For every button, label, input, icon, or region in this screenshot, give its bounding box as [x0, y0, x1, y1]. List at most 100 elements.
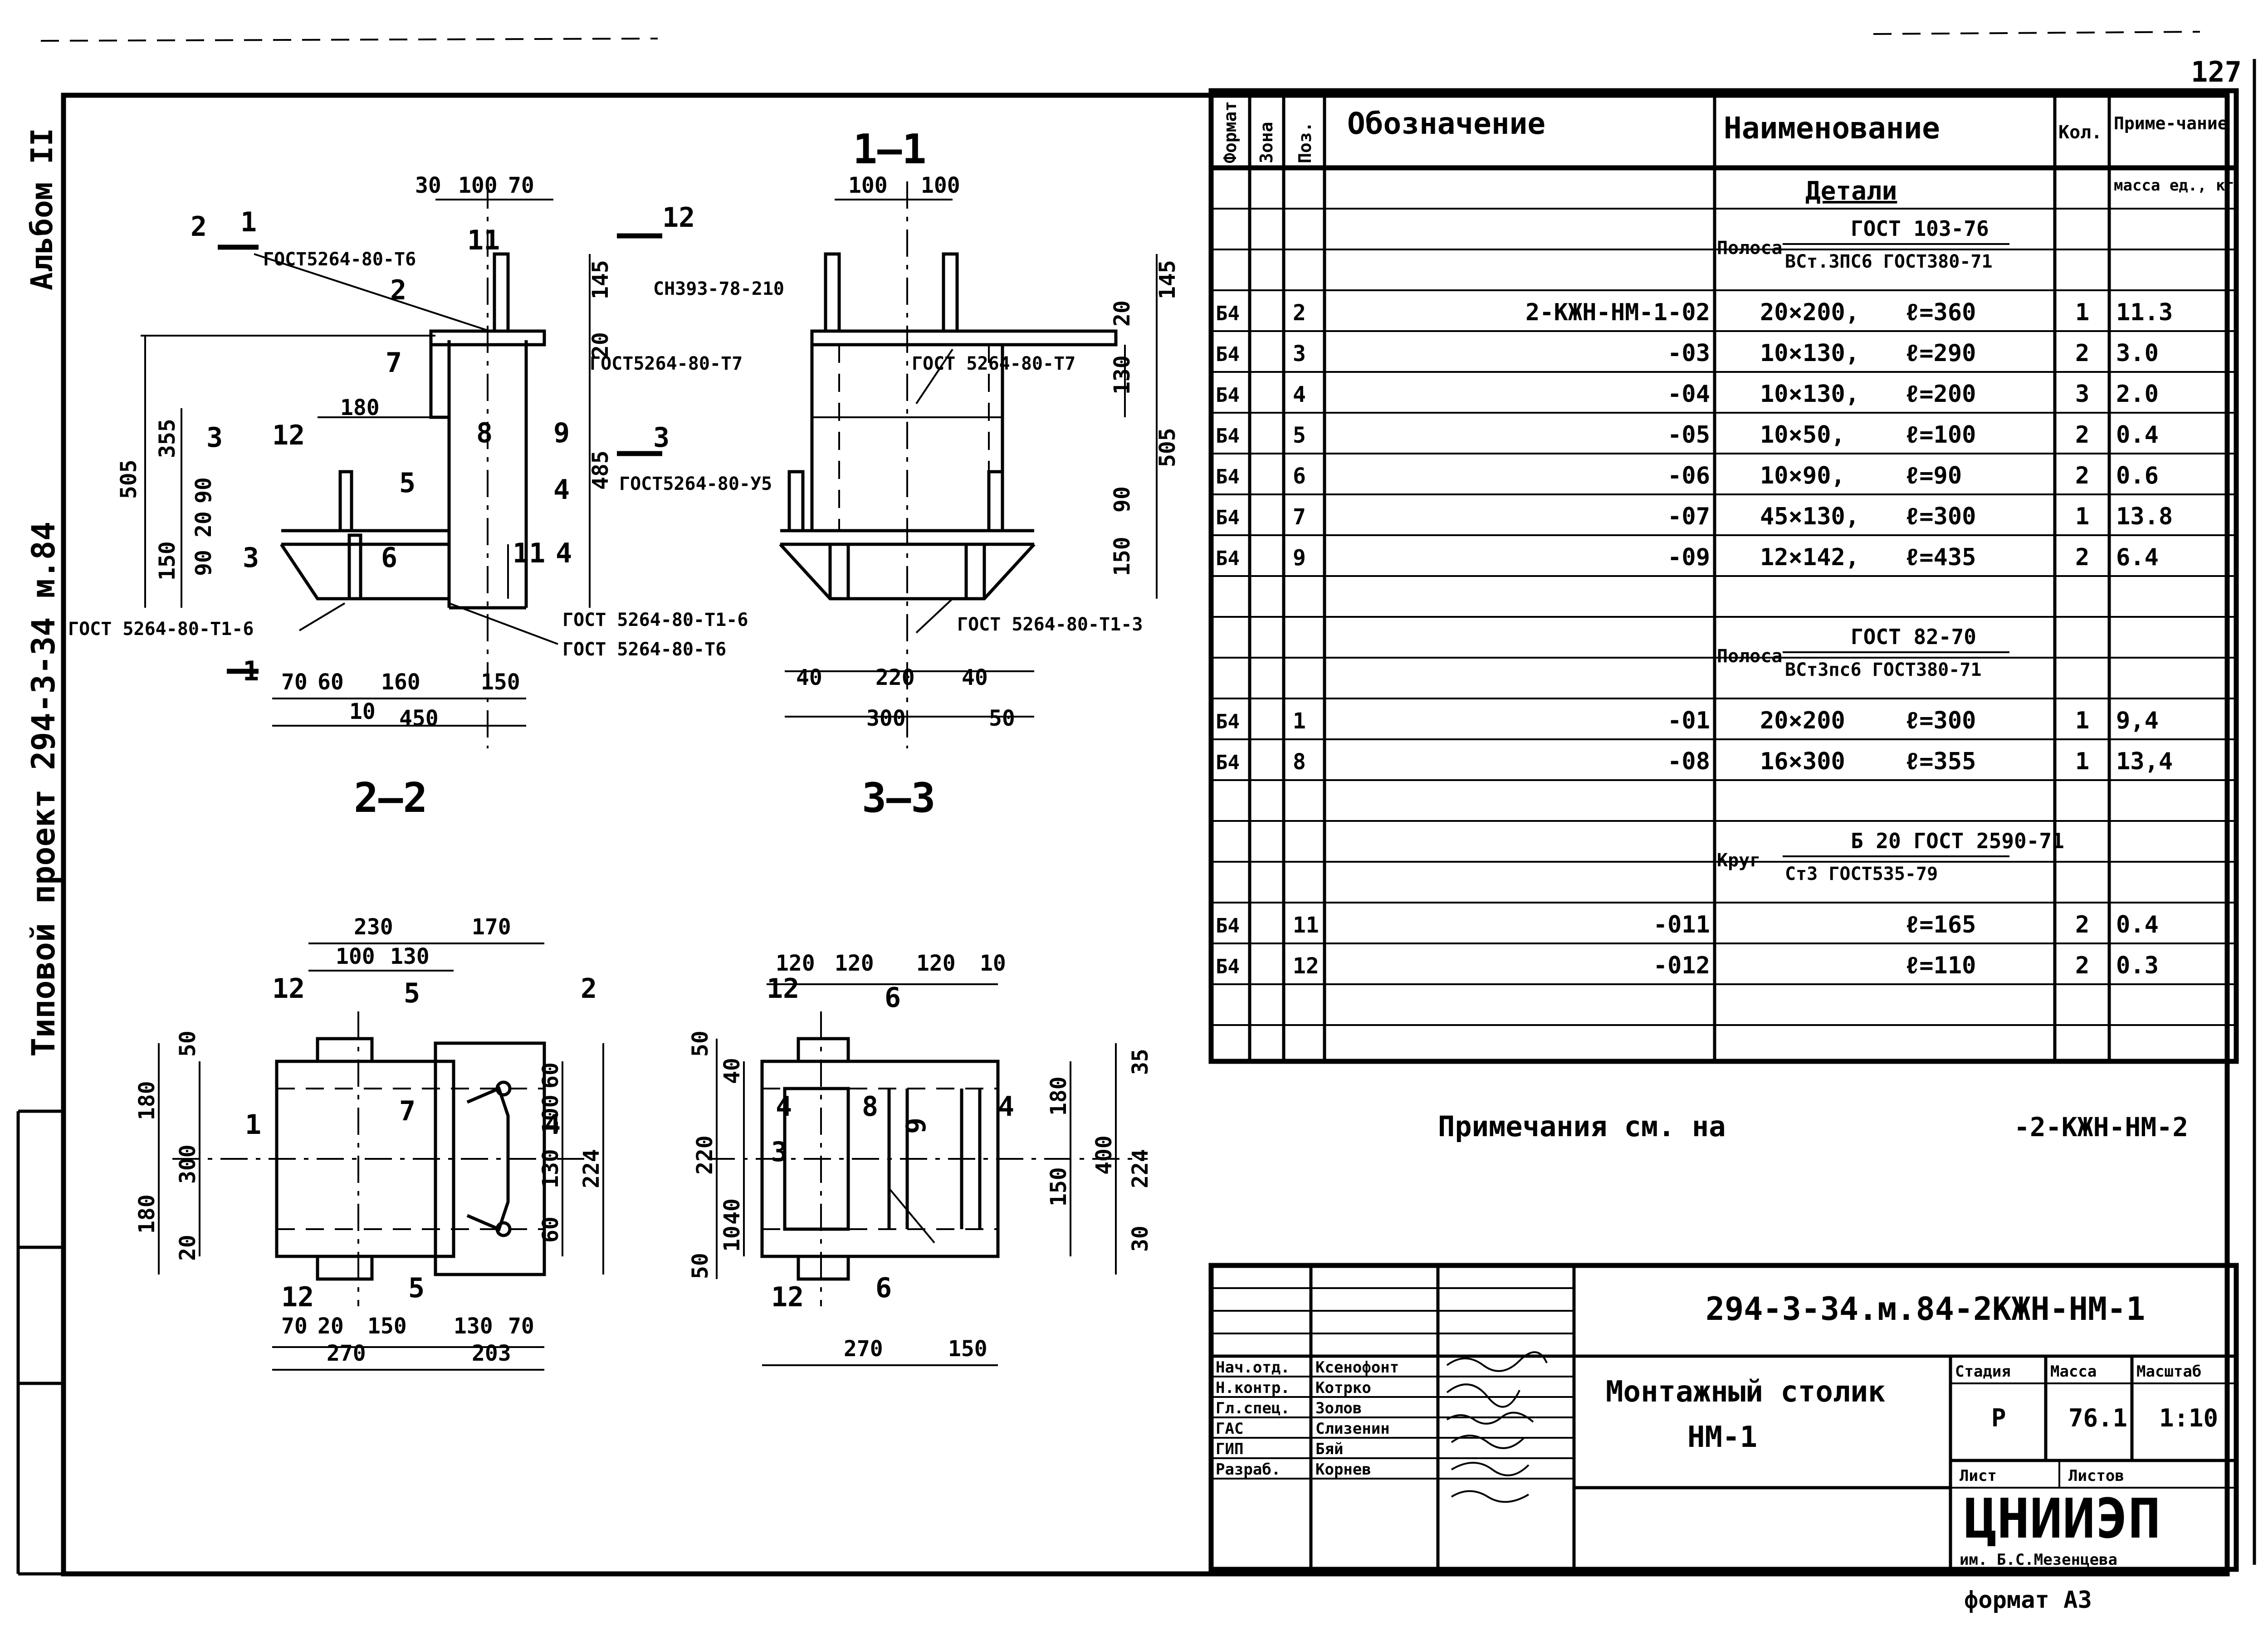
- spec-cell-length: ℓ=360: [1905, 299, 1976, 326]
- spec-material-grade: ВСт3пс6 ГОСТ380-71: [1785, 659, 1981, 680]
- svg-text:3: 3: [653, 422, 670, 454]
- svg-text:СН393-78-210: СН393-78-210: [653, 278, 784, 299]
- svg-text:130: 130: [1110, 355, 1135, 395]
- spec-cell-position: 3: [1293, 341, 1306, 366]
- svg-text:1: 1: [240, 206, 257, 238]
- org-name: ЦНИИЭП: [1964, 1488, 2160, 1551]
- svg-text:20: 20: [1110, 300, 1135, 327]
- svg-text:150: 150: [948, 1336, 987, 1362]
- view-2-2-callouts: 2 1 12 3 1 3 11 2 7 8 9 4 12 5 3 6 11 4: [191, 202, 695, 687]
- spec-cell-format: Б4: [1216, 384, 1240, 407]
- svg-text:ГОСТ 5264-80-Т7: ГОСТ 5264-80-Т7: [912, 353, 1075, 374]
- notes-ref: -2-КЖН-НМ-2: [2014, 1112, 2188, 1143]
- view-1-1: [779, 181, 1158, 748]
- svg-text:ГОСТ5264-80-Т7: ГОСТ5264-80-Т7: [590, 353, 743, 374]
- spec-cell-position: 4: [1293, 382, 1306, 407]
- svg-text:30: 30: [1128, 1226, 1153, 1252]
- svg-text:6: 6: [381, 542, 397, 574]
- svg-text:130: 130: [454, 1314, 493, 1339]
- svg-text:145: 145: [588, 260, 613, 299]
- svg-text:1: 1: [243, 655, 259, 687]
- svg-text:12: 12: [272, 420, 305, 451]
- signatures: [1446, 1351, 1548, 1503]
- svg-text:7: 7: [386, 347, 402, 379]
- spec-cell-size: 16×300: [1760, 748, 1845, 775]
- view-2-2-dims: 30 100 70 145 20 355 505 180 485 90 20 9…: [116, 173, 613, 731]
- person-name: Золов: [1315, 1399, 1362, 1417]
- svg-text:505: 505: [116, 459, 142, 499]
- spec-cell-designation: -08: [1667, 748, 1710, 775]
- svg-text:Масса: Масса: [2050, 1363, 2097, 1381]
- spec-cell-length: ℓ=435: [1905, 544, 1976, 571]
- spec-cell-length: ℓ=355: [1905, 748, 1976, 775]
- spec-cell-size: 12×142,: [1760, 544, 1859, 571]
- title-block-people-lines: [1211, 1376, 1574, 1480]
- svg-text:224: 224: [579, 1149, 604, 1188]
- svg-text:40: 40: [719, 1198, 745, 1225]
- spec-cell-size: 20×200,: [1760, 299, 1859, 326]
- spec-material-grade: ВСт.3ПС6 ГОСТ380-71: [1785, 251, 1993, 272]
- plan-view-a-callouts: 12 5 2 1 7 4 12 5: [245, 973, 597, 1313]
- title-block-people: Нач.отд.КсенофонтН.контр.КотркоГл.спец.З…: [1216, 1358, 1399, 1479]
- svg-text:9: 9: [553, 417, 570, 449]
- svg-text:90: 90: [191, 477, 216, 503]
- spec-cell-mass: 9,4: [2116, 707, 2159, 734]
- svg-text:50: 50: [989, 706, 1015, 731]
- svg-text:100: 100: [336, 944, 375, 969]
- svg-text:4: 4: [556, 537, 572, 569]
- svg-text:ГОСТ5264-80-У5: ГОСТ5264-80-У5: [619, 474, 772, 494]
- svg-text:180: 180: [134, 1081, 160, 1120]
- svg-text:Детали: Детали: [1805, 176, 1897, 206]
- svg-text:76.1: 76.1: [2068, 1404, 2127, 1432]
- view-1-1-dims: 100 100 20 145 130 505 90 150 40 220 40 …: [796, 173, 1180, 731]
- person-role: ГАС: [1216, 1420, 1243, 1438]
- spec-cell-position: 11: [1293, 913, 1319, 938]
- svg-text:5: 5: [408, 1272, 425, 1304]
- svg-text:505: 505: [1155, 428, 1180, 467]
- person-name: Котрко: [1315, 1379, 1371, 1397]
- drawing-name-mark: НМ-1: [1687, 1421, 1757, 1454]
- svg-text:300: 300: [866, 706, 906, 731]
- spec-cell-designation: -05: [1667, 421, 1710, 449]
- svg-text:150: 150: [1110, 537, 1135, 576]
- plan-view-b: [708, 983, 1148, 1366]
- svg-text:20: 20: [191, 511, 216, 537]
- svg-text:Поз.: Поз.: [1295, 122, 1315, 163]
- svg-text:120: 120: [776, 951, 815, 976]
- spec-cell-mass: 13,4: [2116, 748, 2173, 775]
- spec-cell-designation: -09: [1667, 544, 1710, 571]
- spec-cell-mass: 0.4: [2116, 911, 2159, 938]
- svg-text:300: 300: [175, 1144, 200, 1184]
- spec-material-grade: Ст3 ГОСТ535-79: [1785, 864, 1938, 884]
- spec-cell-mass: 6.4: [2116, 544, 2159, 571]
- svg-text:70: 70: [281, 669, 308, 695]
- drawing-name: Монтажный столик: [1606, 1375, 1886, 1409]
- spec-cell-size: 10×130,: [1760, 381, 1859, 408]
- svg-text:12: 12: [771, 1281, 804, 1313]
- svg-text:50: 50: [688, 1253, 713, 1279]
- spec-cell-quantity: 2: [2075, 462, 2089, 489]
- spec-cell-format: Б4: [1216, 302, 1240, 325]
- spec-cell-quantity: 2: [2075, 911, 2089, 938]
- svg-text:Зона: Зона: [1256, 122, 1276, 163]
- spec-cell-position: 5: [1293, 423, 1306, 448]
- spec-cell-position: 1: [1293, 708, 1306, 734]
- svg-text:40: 40: [796, 665, 822, 690]
- spec-cell-mass: 2.0: [2116, 381, 2159, 408]
- svg-text:220: 220: [692, 1135, 718, 1175]
- spec-material-standard: Б 20 ГОСТ 2590-71: [1851, 829, 2064, 853]
- person-name: Ксенофонт: [1315, 1358, 1399, 1377]
- view-1-1-title: 1—1: [853, 126, 927, 173]
- svg-text:2: 2: [390, 274, 406, 306]
- svg-text:9: 9: [900, 1118, 932, 1134]
- svg-text:400: 400: [1091, 1135, 1117, 1175]
- svg-text:90: 90: [1110, 486, 1135, 513]
- spec-cell-designation: -012: [1653, 952, 1710, 979]
- svg-text:4: 4: [776, 1091, 792, 1123]
- svg-text:270: 270: [844, 1336, 883, 1362]
- svg-text:3: 3: [206, 422, 223, 454]
- svg-text:224: 224: [1128, 1149, 1153, 1188]
- spec-cell-length: ℓ=200: [1905, 381, 1976, 408]
- svg-text:Р: Р: [1991, 1404, 2006, 1432]
- svg-text:Обозначение: Обозначение: [1347, 106, 1545, 141]
